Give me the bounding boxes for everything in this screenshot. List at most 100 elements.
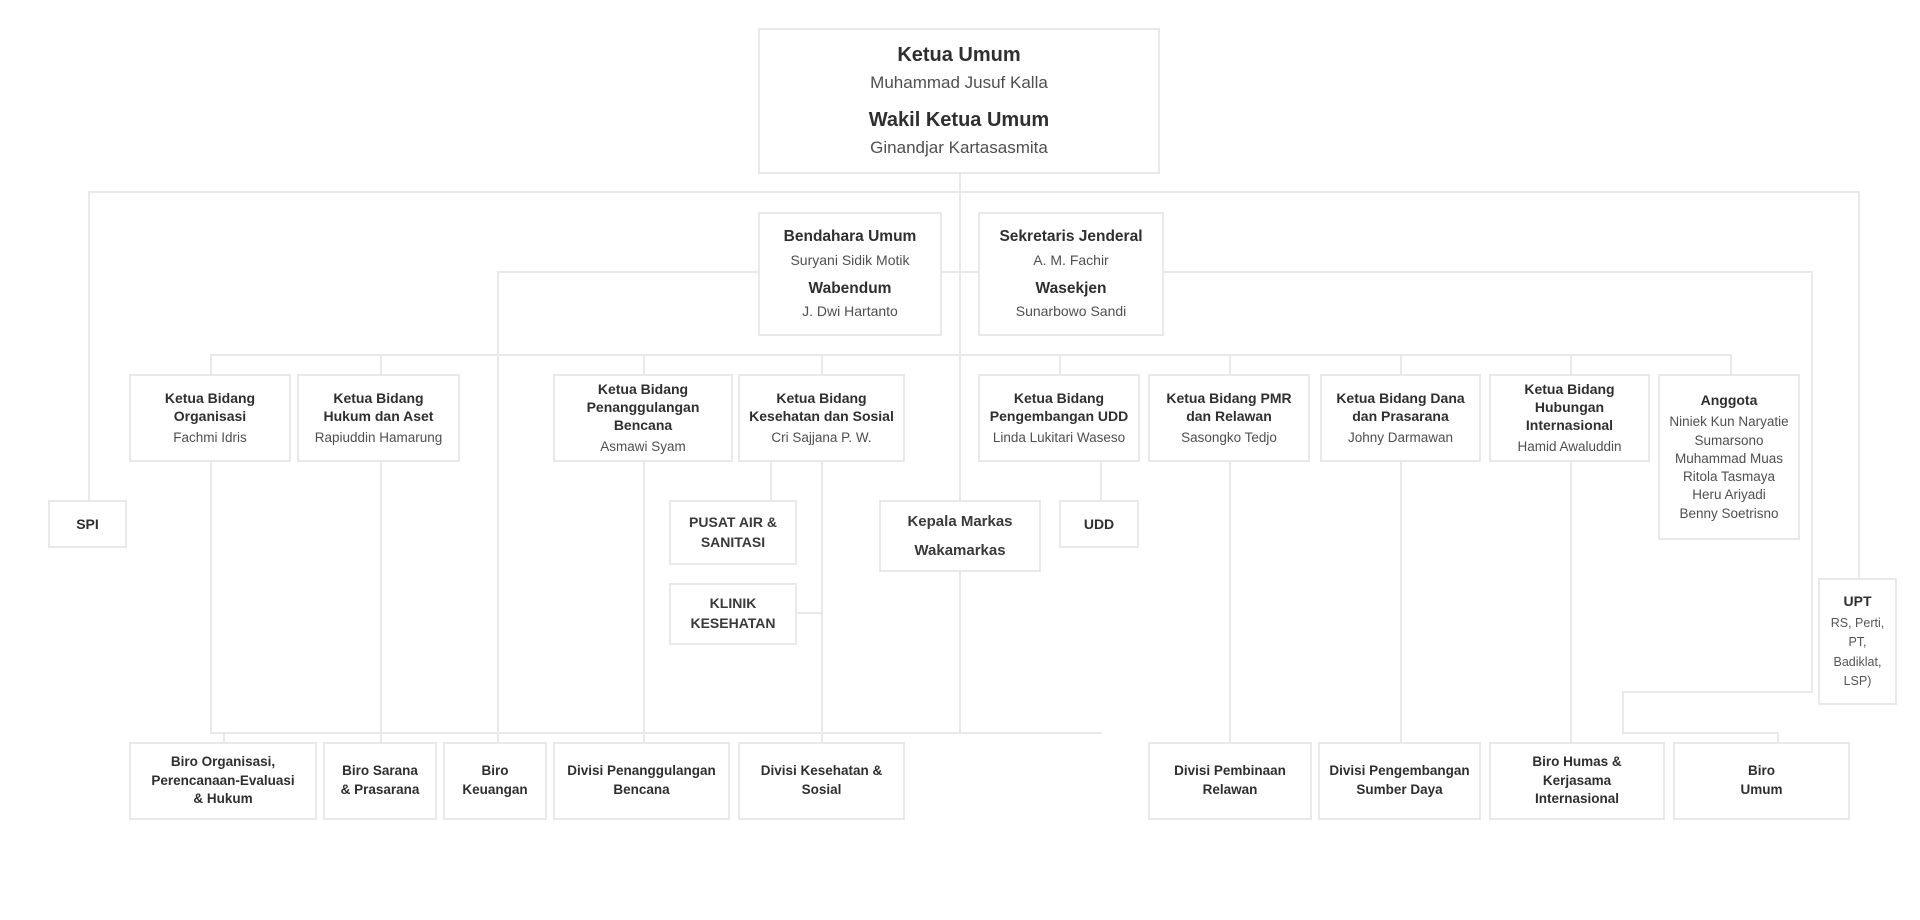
box-name: Sasongko Tedjo <box>1181 430 1277 446</box>
connector-right-step-upper <box>1622 691 1813 693</box>
connector-stub-biro-org <box>223 732 225 742</box>
org-box-divisi-penanggulangan-bencana: Divisi Penanggulangan Bencana <box>553 742 730 820</box>
connector-long-relawan <box>1229 462 1231 742</box>
connector-drop-hubungan <box>1570 354 1572 374</box>
connector-right-mini-bus <box>1622 732 1779 734</box>
upt-unit: LSP) <box>1843 673 1872 688</box>
box-title: Divisi Pengembangan Sumber Daya <box>1329 763 1470 797</box>
org-box-bendahara: Bendahara Umum Suryani Sidik Motik Waben… <box>758 212 942 336</box>
anggota-member: Muhammad Muas <box>1674 450 1784 466</box>
org-box-bidang-kesehatan-sosial: Ketua Bidang Kesehatan dan Sosial Cri Sa… <box>738 374 905 462</box>
org-box-pusat-air-sanitasi: PUSAT AIR & SANITASI <box>669 500 797 565</box>
box-title: Ketua Bidang Pengembangan UDD <box>989 389 1129 424</box>
box-name: Suryani Sidik Motik <box>790 251 910 268</box>
box-name2: Sunarbowo Sandi <box>1015 303 1127 320</box>
org-box-sekretaris-jenderal: Sekretaris Jenderal A. M. Fachir Wasekje… <box>978 212 1164 336</box>
box-title: Kepala Markas <box>907 512 1013 530</box>
connector-drop-anggota <box>1730 354 1732 374</box>
box-title2: Wakil Ketua Umum <box>868 109 1050 131</box>
connector-drop-udd-bidang <box>1059 354 1061 374</box>
box-title: Anggota <box>1700 392 1758 409</box>
org-box-spi: SPI <box>48 500 127 548</box>
box-title: Ketua Bidang PMR dan Relawan <box>1166 389 1292 424</box>
box-title: Divisi Pembinaan Relawan <box>1174 763 1286 797</box>
box-title: SPI <box>76 515 99 532</box>
box-title: Ketua Bidang Kesehatan dan Sosial <box>749 389 894 424</box>
connector-drop-pmr <box>1229 354 1231 374</box>
box-title: Ketua Bidang Penanggulangan Bencana <box>586 380 700 433</box>
box-title: PUSAT AIR & SANITASI <box>689 513 777 550</box>
box-name2: Ginandjar Kartasasmita <box>870 138 1048 157</box>
anggota-member: Sumarsono <box>1694 432 1764 448</box>
connector-drop-spi <box>88 191 90 500</box>
org-box-bidang-pengembangan-udd: Ketua Bidang Pengembangan UDD Linda Luki… <box>978 374 1140 462</box>
connector-long-organisasi <box>210 462 212 734</box>
box-title: Ketua Bidang Hukum dan Aset <box>323 389 434 424</box>
upt-unit: Badiklat, <box>1833 654 1882 669</box>
box-name: Cri Sajjana P. W. <box>771 430 872 446</box>
org-box-bidang-hubungan-internasional: Ketua Bidang Hubungan Internasional Hami… <box>1489 374 1650 462</box>
connector-bottom-bus <box>210 732 1102 734</box>
connector-right-down-2 <box>1622 691 1624 734</box>
upt-unit: PT, <box>1848 635 1867 650</box>
org-box-biro-sarana-prasarana: Biro Sarana & Prasarana <box>323 742 437 820</box>
box-name: A. M. Fachir <box>1033 251 1109 268</box>
box-title: Biro Sarana & Prasarana <box>340 763 420 797</box>
connector-drop-pb <box>643 354 645 374</box>
connector-drop-hukum <box>380 354 382 374</box>
box-title: Ketua Bidang Organisasi <box>164 389 256 424</box>
box-name: Linda Lukitari Waseso <box>992 430 1126 446</box>
org-box-biro-umum: Biro Umum <box>1673 742 1850 820</box>
connector-spine-upper <box>959 174 961 500</box>
connector-stub-biro-umum <box>1777 732 1779 742</box>
box-title2: Wakamarkas <box>914 542 1006 559</box>
connector-long-humas <box>1570 462 1572 742</box>
connector-long-sarana <box>380 462 382 742</box>
connector-drop-dana <box>1400 354 1402 374</box>
connector-long-div-pb <box>643 462 645 742</box>
box-name: Muhammad Jusuf Kalla <box>870 72 1048 92</box>
box-title2: Wabendum <box>808 280 892 297</box>
org-box-ketua-umum: Ketua Umum Muhammad Jusuf Kalla Wakil Ke… <box>758 28 1160 174</box>
org-box-upt: UPT RS, Perti, PT, Badiklat, LSP) <box>1818 578 1897 705</box>
org-box-divisi-kesehatan-sosial: Divisi Kesehatan & Sosial <box>738 742 905 820</box>
org-box-bidang-penanggulangan-bencana: Ketua Bidang Penanggulangan Bencana Asma… <box>553 374 733 462</box>
connector-klinik-stub <box>797 612 823 614</box>
org-box-divisi-pembinaan-relawan: Divisi Pembinaan Relawan <box>1148 742 1312 820</box>
box-title: Bendahara Umum <box>783 228 917 246</box>
connector-drop-keuangan <box>497 271 499 742</box>
box-title: UPT <box>1843 592 1872 609</box>
anggota-member: Ritola Tasmaya <box>1682 469 1776 485</box>
org-box-divisi-pengembangan-sumber-daya: Divisi Pengembangan Sumber Daya <box>1318 742 1481 820</box>
anggota-member: Niniek Kun Naryatie <box>1669 414 1789 430</box>
org-box-biro-organisasi: Biro Organisasi, Perencanaan-Evaluasi & … <box>129 742 317 820</box>
connector-feed-pusat-air <box>770 462 772 500</box>
box-name: Rapiuddin Hamarung <box>314 430 443 446</box>
org-box-anggota: Anggota Niniek Kun Naryatie Sumarsono Mu… <box>1658 374 1800 540</box>
org-box-bidang-dana-prasarana: Ketua Bidang Dana dan Prasarana Johny Da… <box>1320 374 1481 462</box>
connector-feed-udd <box>1100 462 1102 500</box>
org-box-klinik-kesehatan: KLINIK KESEHATAN <box>669 583 797 645</box>
box-name2: J. Dwi Hartanto <box>802 303 898 320</box>
box-title2: Wasekjen <box>1035 280 1107 297</box>
box-title: Divisi Kesehatan & Sosial <box>760 763 883 797</box>
box-name: Asmawi Syam <box>600 439 686 455</box>
connector-spine-lower <box>959 572 961 734</box>
org-box-biro-keuangan: Biro Keuangan <box>443 742 547 820</box>
box-title: Ketua Bidang Hubungan Internasional <box>1524 380 1615 433</box>
box-title: Biro Organisasi, Perencanaan-Evaluasi & … <box>151 753 295 807</box>
connector-right-down-1 <box>1811 271 1813 693</box>
box-name: Fachmi Idris <box>173 430 247 446</box>
box-title: UDD <box>1083 515 1115 532</box>
box-title: Biro Umum <box>1740 763 1783 797</box>
anggota-member: Heru Ariyadi <box>1692 487 1766 503</box>
connector-top-bus <box>88 191 1860 193</box>
box-title: Sekretaris Jenderal <box>999 228 1143 246</box>
connector-row3-bus <box>210 354 1732 356</box>
box-title: Ketua Bidang Dana dan Prasarana <box>1336 389 1465 424</box>
box-title: Divisi Penanggulangan Bencana <box>567 763 716 797</box>
org-box-bidang-pmr-relawan: Ketua Bidang PMR dan Relawan Sasongko Te… <box>1148 374 1310 462</box>
box-title: Ketua Umum <box>897 43 1021 66</box>
org-box-kepala-markas: Kepala Markas Wakamarkas <box>879 500 1041 572</box>
